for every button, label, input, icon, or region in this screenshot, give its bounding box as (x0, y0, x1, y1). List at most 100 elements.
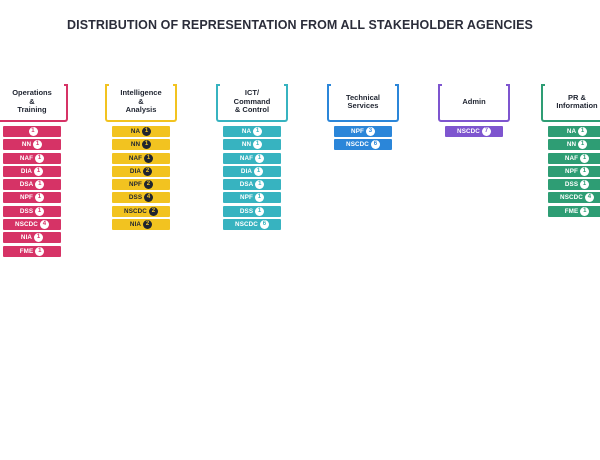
count-badge: 1 (35, 180, 45, 190)
header-box: Admin (438, 84, 510, 122)
agency-name: NN (566, 141, 577, 149)
agency-name: NAF (128, 154, 143, 162)
count-badge: 1 (255, 206, 265, 216)
count-badge: 1 (253, 127, 263, 136)
agency-name: NPF (129, 181, 142, 189)
agency-name: DIA (240, 167, 253, 175)
agency-name: DSS (19, 207, 34, 215)
agency-name: NSCDC (560, 194, 583, 202)
count-badge: 1 (33, 140, 43, 150)
count-badge: 7 (481, 127, 491, 136)
header-top-edge (105, 84, 177, 86)
count-badge: 1 (578, 140, 588, 150)
header-box: Technical Services (327, 84, 399, 122)
header-box: ICT/ Command & Control (216, 84, 288, 122)
agency-name: NSCDC (457, 128, 480, 135)
header-label: PR & Information (556, 92, 598, 110)
agency-name: DSS (564, 181, 579, 189)
header-box: Operations & Training (0, 84, 68, 122)
count-badge: 4 (39, 220, 49, 230)
count-badge: 2 (143, 180, 153, 190)
agency-name: NN (241, 141, 252, 149)
count-badge: 3 (365, 127, 375, 136)
agency-name: DSA (19, 181, 34, 189)
agency-name: DSS (128, 194, 143, 202)
agency-name: NA (241, 128, 252, 135)
agency-name: NAF (564, 154, 579, 162)
count-badge: 1 (35, 153, 45, 163)
agency-name: NSCDC (15, 221, 38, 229)
agency-name: NPF (20, 194, 33, 202)
diagram-title: DISTRIBUTION OF REPRESENTATION FROM ALL … (67, 18, 533, 32)
agency-name: DSA (239, 181, 254, 189)
header-box: PR & Information (541, 84, 600, 122)
count-badge: 1 (580, 153, 590, 163)
agency-name: NIA (129, 221, 142, 229)
count-badge: 1 (580, 206, 590, 216)
agency-name: NN (21, 141, 32, 149)
agency-name: NIA (20, 234, 33, 242)
agency-name: NA (566, 128, 577, 135)
agency-name: NN (130, 141, 141, 149)
count-badge: 1 (254, 166, 264, 176)
count-badge: 1 (34, 166, 44, 176)
count-badge: 1 (580, 180, 590, 190)
header-top-edge (541, 84, 600, 86)
count-badge: 1 (255, 153, 265, 163)
agency-name: DIA (20, 167, 33, 175)
count-badge: 1 (34, 233, 44, 243)
header-top-edge (0, 84, 68, 86)
count-badge: 2 (148, 206, 158, 216)
count-badge: 1 (253, 140, 263, 150)
agency-name: NSCDC (124, 207, 147, 215)
count-badge: 2 (143, 220, 153, 230)
agency-name: NSCDC (346, 141, 369, 149)
count-badge: 1 (579, 166, 589, 176)
header-box: Intelligence & Analysis (105, 84, 177, 122)
agency-name: FME (19, 247, 34, 255)
count-badge: 1 (578, 127, 588, 136)
header-label: Admin (462, 96, 486, 106)
agency-name: NPF (351, 128, 364, 135)
count-badge: 1 (255, 180, 265, 190)
agency-name: NA (130, 128, 141, 135)
header-label: Operations & Training (12, 88, 52, 115)
count-badge: 6 (259, 220, 269, 230)
count-badge: 1 (144, 153, 154, 163)
count-badge: 1 (142, 140, 152, 150)
count-badge: 1 (254, 193, 264, 203)
agency-name: NPF (565, 167, 578, 175)
